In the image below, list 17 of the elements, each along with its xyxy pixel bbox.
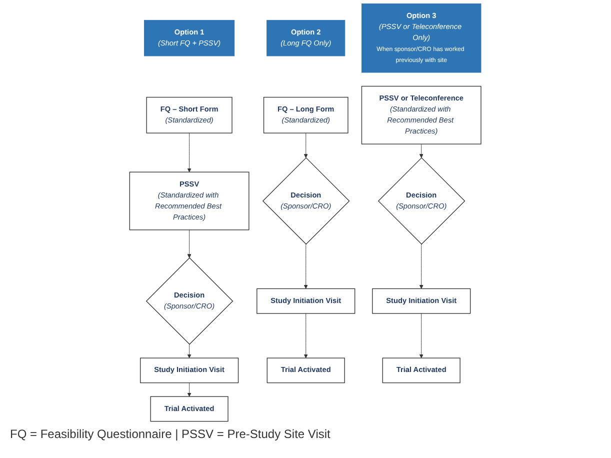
node-box (256, 288, 356, 314)
node-box (362, 3, 482, 73)
footnote: FQ = Feasibility Questionnaire | PSSV = Pre-Study Site Visit (10, 427, 332, 441)
node-box (266, 20, 346, 56)
node-box (146, 96, 233, 134)
node-box (130, 172, 250, 230)
node-box (144, 20, 235, 56)
node-box (140, 358, 239, 384)
node-box (382, 358, 461, 384)
node-box (362, 86, 482, 144)
node-box (150, 396, 229, 422)
node-diamond (262, 157, 350, 245)
node-box (372, 288, 471, 314)
node-diamond (146, 257, 234, 345)
node-diamond (378, 157, 466, 245)
node-box (266, 358, 346, 384)
node-box (264, 96, 348, 134)
